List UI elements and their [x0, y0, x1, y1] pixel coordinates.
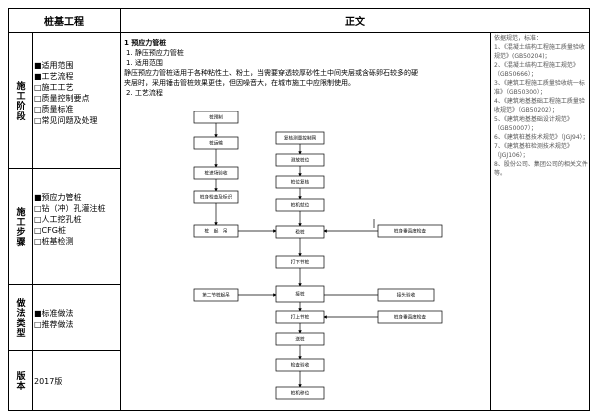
flow-node-label: 桩身检查及标识 — [200, 194, 233, 201]
menu-item-common-problems[interactable]: □常见问题及处理 — [34, 116, 98, 125]
flow-node-box — [193, 166, 239, 180]
scope-heading: 1. 适用范围 — [126, 59, 163, 67]
flow-node-box — [275, 175, 325, 189]
subsection-heading: 1. 静压预应力管桩 — [126, 49, 184, 57]
scope-paragraph-line-2: 夹层时，采用锤击管桩效果更佳，但因噪音大，在城市施工中应限制使用。 — [124, 79, 355, 87]
reference-item: 5、《建筑地基基础设计规范》（GB50007）； — [494, 116, 573, 132]
stage-row-rule — [8, 350, 121, 351]
table-border-left — [8, 8, 9, 411]
main-text: 1 预应力管桩 1. 静压预应力管桩 1. 适用范围 静压预应力管桩适用于各种粘… — [124, 38, 486, 98]
section-heading: 1 预应力管桩 — [124, 39, 167, 47]
reference-item: 2、《混凝土结构工程施工规范》（GB50666）； — [494, 62, 579, 78]
flow-node-label: 送桩 — [295, 336, 305, 343]
reference-item: 4、《建筑地基基础工程施工质量验收规范》（GB50202）； — [494, 98, 585, 114]
flow-node-label: 桩运输 — [209, 140, 223, 147]
flow-node-box — [193, 224, 239, 238]
flow-node-label: 稳桩 — [295, 229, 305, 236]
menu-item-standard-method[interactable]: ■标准做法 — [34, 309, 74, 318]
flow-node-box — [275, 225, 325, 239]
stage-label-method-type: 做法类型 — [14, 297, 25, 338]
flow-node-box — [275, 255, 325, 269]
method-menu: ■标准做法 □推荐做法 — [34, 308, 118, 330]
menu-item-construction-technique[interactable]: □施工工艺 — [34, 83, 74, 92]
flow-node-box — [193, 111, 239, 124]
stage-label-version: 版本 — [14, 370, 25, 391]
flow-node-box — [275, 198, 325, 212]
menu-item-pile-testing[interactable]: □桩基检测 — [34, 237, 74, 246]
table-border-right — [589, 8, 590, 411]
flow-node-label: 打上节桩 — [291, 314, 310, 321]
menu-item-scope[interactable]: ■适用范围 — [34, 61, 74, 70]
stage-column-rule — [32, 32, 33, 411]
flow-node-box — [377, 288, 435, 302]
flow-node-label: 第二节桩起吊 — [202, 292, 230, 299]
stage-label-construction-steps: 施工步骤 — [14, 206, 25, 247]
reference-item: 1、《混凝土结构工程施工质量验收规范》(GB50204)； — [494, 44, 585, 60]
flow-node-label: 接桩 — [295, 291, 305, 298]
flow-node-label: 桩身垂直度检查 — [394, 314, 427, 321]
process-flow-heading: 2. 工艺流程 — [126, 89, 163, 97]
menu-item-cfg-pile[interactable]: □CFG桩 — [34, 226, 66, 235]
reference-item: 6、《建筑桩基技术规范》（JGJ94）； — [494, 134, 589, 141]
flow-node-box — [275, 131, 325, 145]
phase-menu: ■适用范围 ■工艺流程 □施工工艺 □质量控制要点 □质量标准 □常见问题及处理 — [34, 60, 118, 126]
flow-node-box — [193, 288, 239, 302]
flow-node-box — [193, 136, 239, 150]
flow-node-label: 桩 起 吊 — [205, 228, 228, 235]
menu-item-bored-pile[interactable]: □钻（冲）孔灌注桩 — [34, 204, 106, 213]
flow-node-label: 桩进场验收 — [205, 170, 228, 177]
menu-item-quality-standard[interactable]: □质量标准 — [34, 105, 74, 114]
flow-node-label: 桩预制 — [209, 114, 223, 121]
version-value: 2017版 — [34, 377, 63, 386]
flow-node-box — [275, 332, 325, 346]
reference-standards: 依据规范，标准： 1、《混凝土结构工程施工质量验收规范》(GB50204)； 2… — [494, 34, 590, 178]
flow-node-label: 测放桩位 — [291, 157, 310, 164]
left-column-rule — [120, 8, 121, 411]
reference-item: 3、《建筑工程施工质量验收统一标准》（GB50300）； — [494, 80, 585, 96]
flow-node-box — [193, 190, 239, 204]
menu-item-quality-control[interactable]: □质量控制要点 — [34, 94, 90, 103]
stage-row-rule — [8, 284, 121, 285]
reference-item: 8、股份公司、集团公司的相关文件等。 — [494, 161, 588, 177]
reference-item: 7、《建筑基桩检测技术规范》（JGJ106）； — [494, 143, 573, 159]
menu-item-recommended-method[interactable]: □推荐做法 — [34, 320, 74, 329]
menu-item-process-flow[interactable]: ■工艺流程 — [34, 72, 74, 81]
flow-node-label: 桩机移位 — [291, 390, 310, 397]
table-header-rule — [8, 32, 590, 33]
menu-item-prestressed-pipe-pile[interactable]: ■预应力管桩 — [34, 193, 82, 202]
table-border-bottom — [8, 410, 590, 411]
flow-node-label: 打下节桩 — [291, 259, 310, 266]
flow-node-label: 桩机就位 — [291, 202, 310, 209]
flow-node-box — [275, 153, 325, 167]
flow-node-box — [275, 358, 325, 372]
menu-item-manual-dug-pile[interactable]: □人工挖孔桩 — [34, 215, 82, 224]
stage-label-construction-phase: 施工阶段 — [14, 80, 25, 121]
reference-title: 依据规范，标准： — [494, 35, 543, 42]
flow-node-box — [275, 310, 325, 324]
flow-node-label: 桩位复核 — [291, 179, 310, 186]
stage-row-rule — [8, 168, 121, 169]
flow-node-label: 复核测量控制网 — [284, 135, 317, 142]
flow-node-box — [377, 310, 443, 324]
flow-node-label: 检查验收 — [291, 362, 310, 369]
header-right: 正文 — [345, 16, 365, 28]
steps-menu: ■预应力管桩 □钻（冲）孔灌注桩 □人工挖孔桩 □CFG桩 □桩基检测 — [34, 192, 118, 247]
flow-node-box — [275, 285, 325, 303]
flow-node-label: 接头验收 — [397, 292, 416, 299]
flow-node-box — [377, 224, 443, 238]
scope-paragraph-line-1: 静压预应力管桩适用于各种粘性土、粉土，当需要穿透较厚砂性土中间夹层或含砾卵石较多… — [124, 69, 418, 77]
table-border-top — [8, 8, 590, 9]
flow-node-label: 桩身垂直度检查 — [394, 228, 427, 235]
ref-column-rule — [490, 32, 491, 411]
header-left: 桩基工程 — [44, 16, 84, 28]
flow-node-box — [275, 386, 325, 400]
